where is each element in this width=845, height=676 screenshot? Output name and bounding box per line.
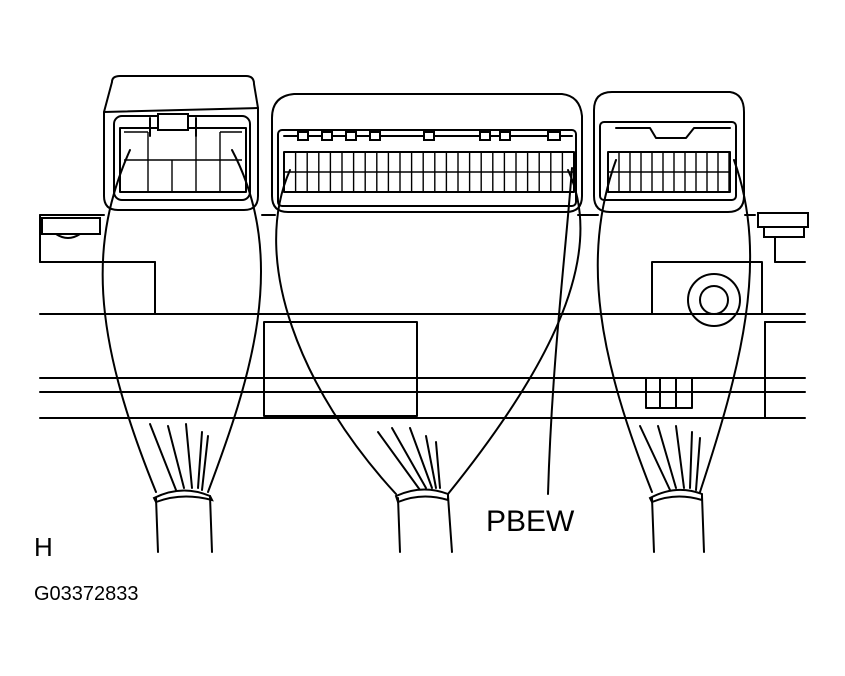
- mounting-bracket: [39, 212, 809, 419]
- right-connector-pins: [618, 152, 730, 192]
- pbew-leader-line: [547, 167, 573, 495]
- view-letter: H: [34, 532, 53, 562]
- left-connector: [103, 75, 259, 211]
- component-label: PBEW: [486, 505, 575, 538]
- left-wire-harness: [101, 149, 263, 553]
- middle-connector: [271, 93, 583, 213]
- figure-id: G03372833: [34, 583, 139, 605]
- middle-wire-harness: [275, 169, 582, 553]
- right-connector: [593, 91, 745, 213]
- middle-connector-pins: [294, 152, 564, 192]
- right-wire-harness: [596, 159, 752, 553]
